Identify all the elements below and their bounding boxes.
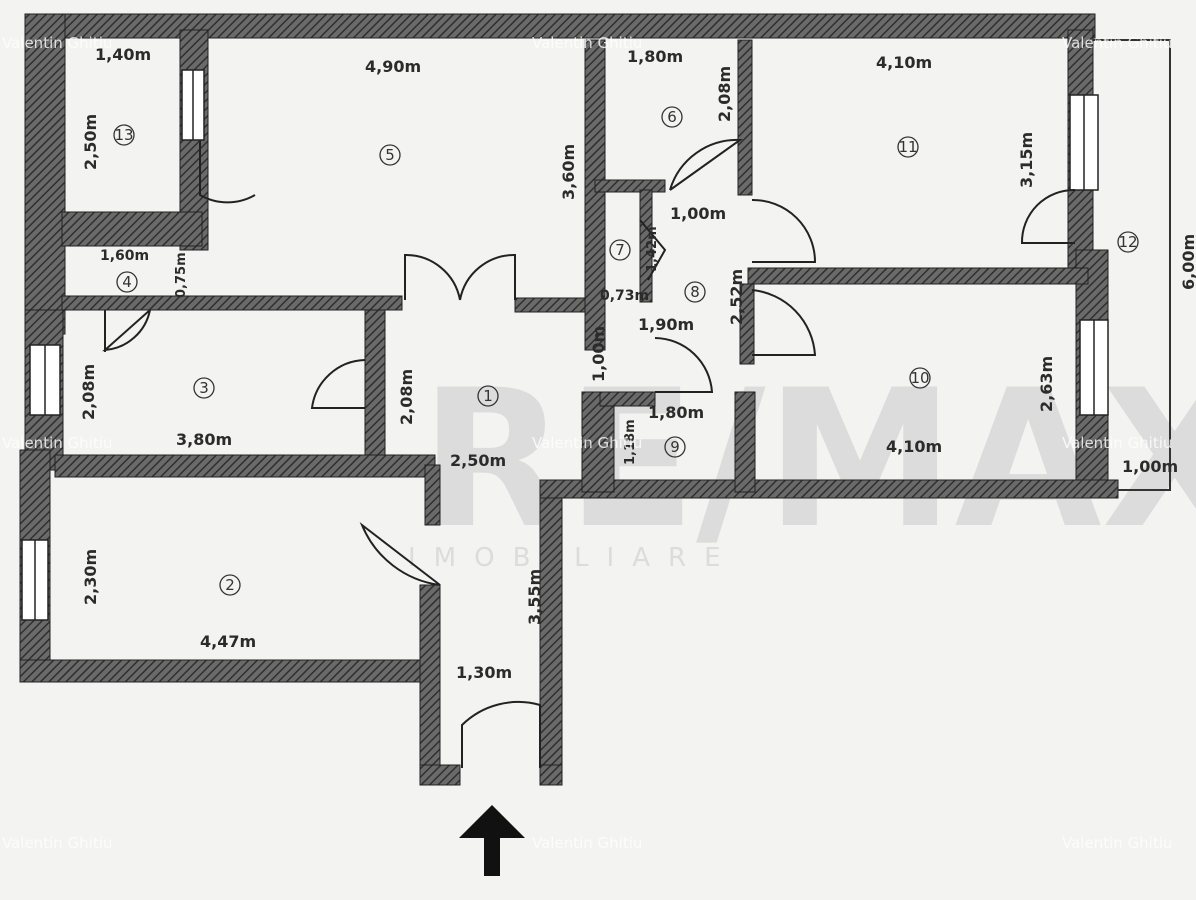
watermark-text: Valentin Ghitiu bbox=[2, 434, 112, 452]
svg-text:11: 11 bbox=[898, 138, 917, 156]
svg-text:5: 5 bbox=[385, 146, 395, 164]
svg-text:4,10m: 4,10m bbox=[876, 53, 932, 72]
svg-text:2,63m: 2,63m bbox=[1037, 356, 1056, 412]
room-marker-7: 7 bbox=[609, 239, 631, 261]
room-marker-10: 10 bbox=[909, 367, 931, 389]
watermark-text: Valentin Ghitiu bbox=[1062, 834, 1172, 852]
svg-text:12: 12 bbox=[1118, 233, 1137, 251]
dimension-labels: 1,40m 2,50m 4,90m 3,60m 1,80m 2,08m 4,10… bbox=[79, 45, 1196, 682]
watermark-text: Valentin Ghitiu bbox=[532, 834, 642, 852]
watermarks: Valentin Ghitiu Valentin Ghitiu Valentin… bbox=[2, 34, 1172, 852]
svg-text:1,80m: 1,80m bbox=[627, 47, 683, 66]
svg-text:3,60m: 3,60m bbox=[559, 144, 578, 200]
watermark-text: Valentin Ghitiu bbox=[2, 834, 112, 852]
svg-text:13: 13 bbox=[114, 126, 133, 144]
svg-text:1,42m: 1,42m bbox=[645, 226, 660, 272]
svg-text:1,30m: 1,30m bbox=[456, 663, 512, 682]
watermark-text: Valentin Ghitiu bbox=[532, 34, 642, 52]
svg-text:2: 2 bbox=[225, 576, 235, 594]
room-marker-11: 11 bbox=[897, 136, 919, 158]
room-marker-5: 5 bbox=[379, 144, 401, 166]
svg-text:3: 3 bbox=[199, 379, 209, 397]
svg-text:1,00m: 1,00m bbox=[1122, 457, 1178, 476]
svg-text:2,52m: 2,52m bbox=[727, 269, 746, 325]
watermark-text: Valentin Ghitiu bbox=[1062, 34, 1172, 52]
watermark-text: Valentin Ghitiu bbox=[532, 434, 642, 452]
room-marker-9: 9 bbox=[664, 436, 686, 458]
svg-text:1,90m: 1,90m bbox=[638, 315, 694, 334]
room-marker-4: 4 bbox=[116, 271, 138, 293]
svg-text:4,47m: 4,47m bbox=[200, 632, 256, 651]
svg-text:3,55m: 3,55m bbox=[525, 569, 544, 625]
watermark-text: Valentin Ghitiu bbox=[2, 34, 112, 52]
svg-text:0,75m: 0,75m bbox=[174, 252, 189, 298]
svg-text:4: 4 bbox=[122, 273, 132, 291]
room-marker-3: 3 bbox=[193, 377, 215, 399]
svg-text:0,73m: 0,73m bbox=[600, 288, 649, 304]
svg-text:2,08m: 2,08m bbox=[79, 364, 98, 420]
svg-text:1,18m: 1,18m bbox=[623, 419, 638, 465]
svg-text:2,50m: 2,50m bbox=[450, 451, 506, 470]
svg-text:1,40m: 1,40m bbox=[95, 45, 151, 64]
room-marker-6: 6 bbox=[661, 106, 683, 128]
svg-text:1,00m: 1,00m bbox=[670, 204, 726, 223]
svg-text:3,15m: 3,15m bbox=[1017, 132, 1036, 188]
svg-text:1,00m: 1,00m bbox=[589, 326, 608, 382]
svg-text:2,08m: 2,08m bbox=[715, 66, 734, 122]
svg-text:7: 7 bbox=[615, 241, 625, 259]
svg-text:10: 10 bbox=[910, 369, 929, 387]
room-marker-12: 12 bbox=[1117, 231, 1139, 253]
svg-text:3,80m: 3,80m bbox=[176, 430, 232, 449]
windows bbox=[21, 69, 1109, 621]
watermark-text: Valentin Ghitiu bbox=[1062, 434, 1172, 452]
room-marker-8: 8 bbox=[684, 281, 706, 303]
room-marker-13: 13 bbox=[113, 124, 135, 146]
svg-text:4,90m: 4,90m bbox=[365, 57, 421, 76]
svg-text:6: 6 bbox=[667, 108, 677, 126]
balcony-outline bbox=[1093, 39, 1171, 491]
svg-text:8: 8 bbox=[690, 283, 700, 301]
doors bbox=[102, 138, 1076, 768]
svg-text:2,08m: 2,08m bbox=[397, 369, 416, 425]
entrance-arrow-icon bbox=[459, 805, 525, 876]
svg-text:9: 9 bbox=[670, 438, 680, 456]
room-marker-2: 2 bbox=[219, 574, 241, 596]
room-marker-1: 1 bbox=[477, 385, 499, 407]
svg-text:1,60m: 1,60m bbox=[100, 248, 149, 264]
svg-text:2,50m: 2,50m bbox=[81, 114, 100, 170]
svg-text:4,10m: 4,10m bbox=[886, 437, 942, 456]
svg-text:6,00m: 6,00m bbox=[1179, 234, 1196, 290]
room-markers: 13 5 6 11 12 4 7 8 3 1 10 9 2 bbox=[113, 106, 1139, 596]
svg-text:1,80m: 1,80m bbox=[648, 403, 704, 422]
svg-text:1: 1 bbox=[483, 387, 493, 405]
svg-text:2,30m: 2,30m bbox=[81, 549, 100, 605]
brand-sub: IMOBILIARE bbox=[408, 543, 739, 573]
